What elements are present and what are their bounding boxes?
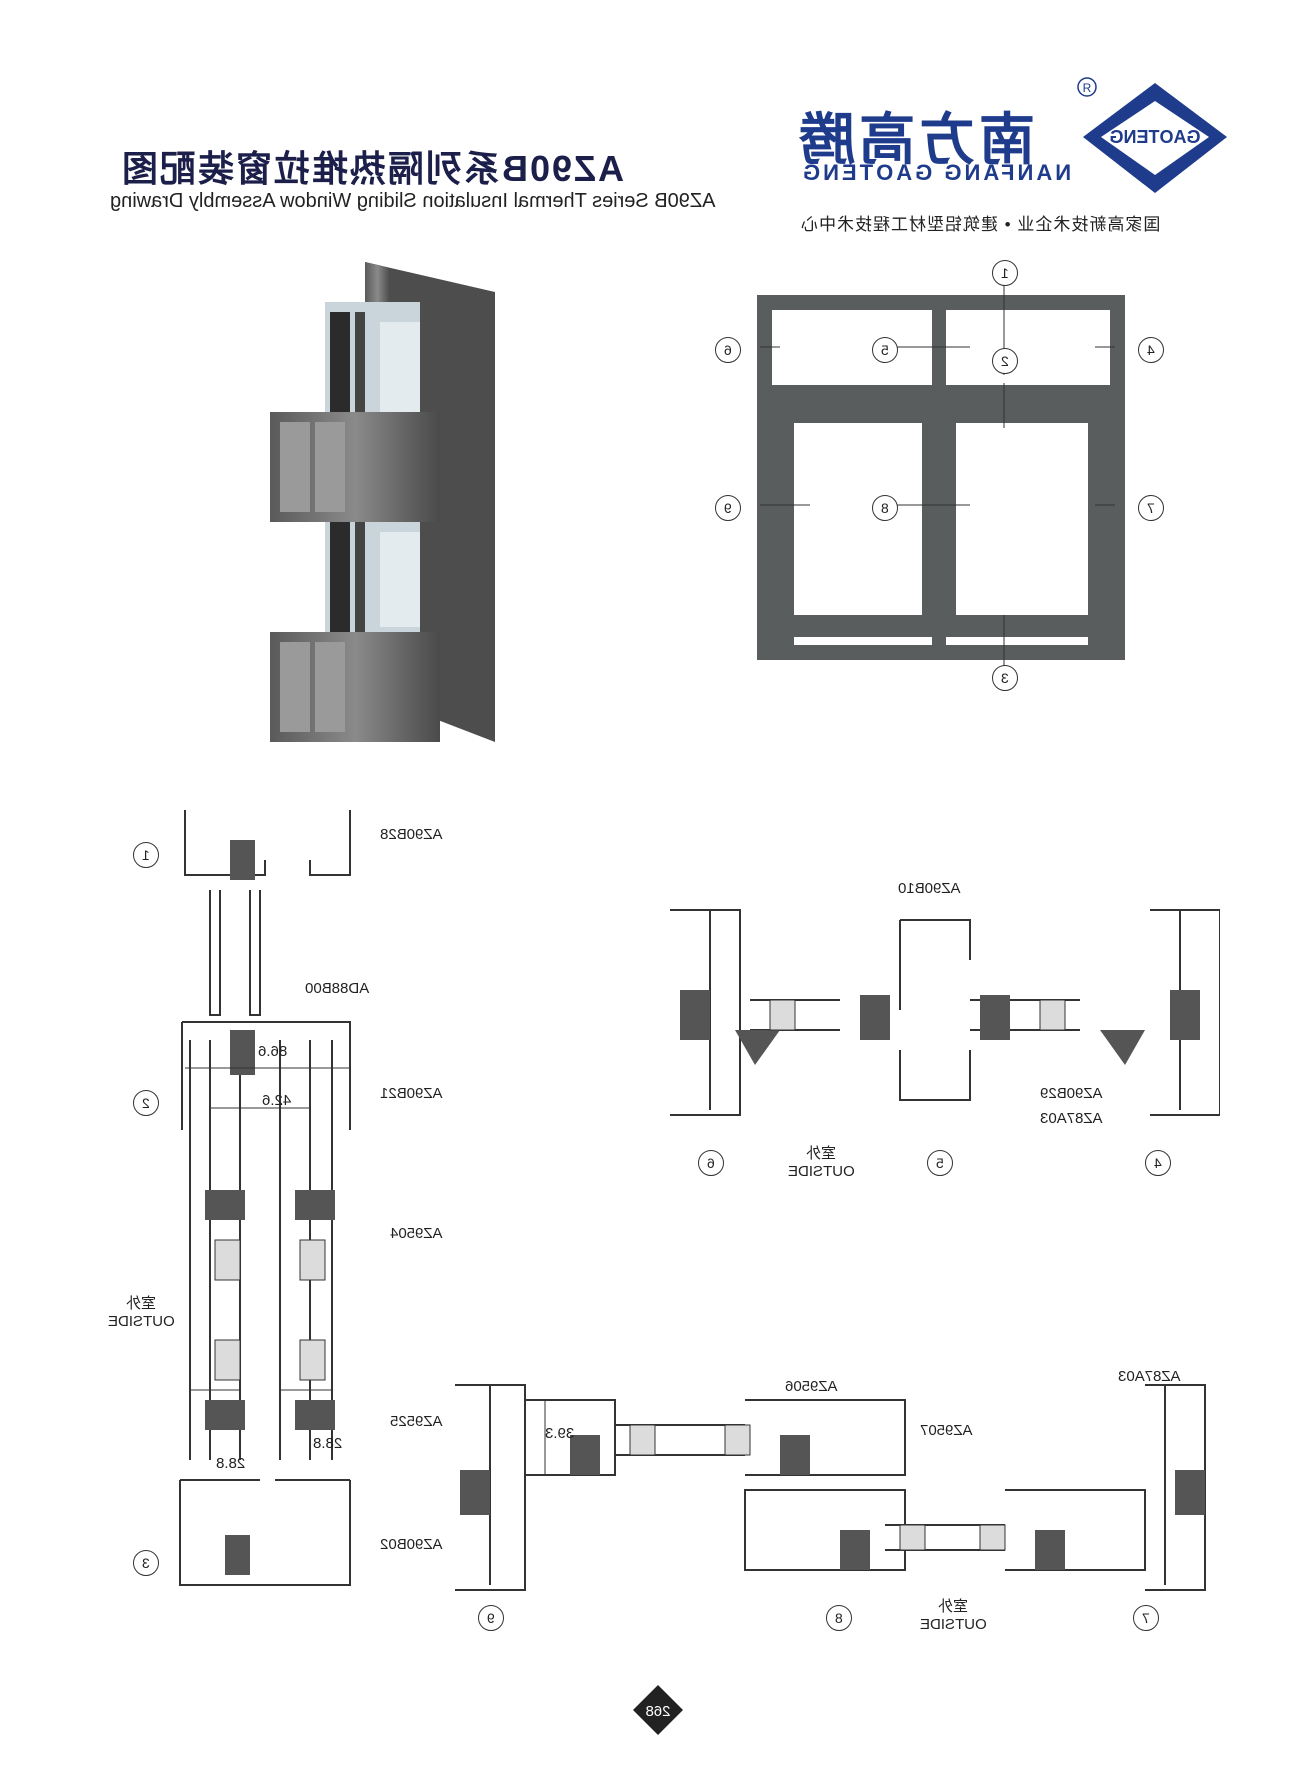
page-number: 268 (645, 1703, 670, 1720)
marker-circle: 3 (133, 1550, 159, 1576)
label-az9525: AZ9525 (390, 1413, 443, 1430)
dim-42-6: 42.6 (262, 1092, 292, 1109)
label-az90b28: AZ90B28 (380, 826, 443, 843)
label-az87a03-bottom: AZ87A03 (1118, 1368, 1181, 1385)
label-az90b29: AZ90B29 (1040, 1085, 1103, 1102)
marker-circle: 8 (826, 1605, 852, 1631)
label-az9507: AZ9507 (920, 1422, 973, 1439)
left-vertical-section (179, 810, 351, 1586)
label-az90b10: AZ90B10 (898, 880, 961, 897)
brand-logo-text: GAOTENG (1109, 127, 1200, 147)
window-elevation (757, 277, 1125, 680)
marker-circle: 5 (927, 1150, 953, 1176)
label-az90b02: AZ90B02 (380, 1536, 443, 1553)
label-az9504: AZ9504 (390, 1225, 443, 1242)
page-number-badge: 268 (633, 1685, 683, 1735)
svg-text:R: R (1083, 81, 1092, 95)
label-az9506: AZ9506 (785, 1378, 838, 1395)
page-title: AZ90B系列隔热推拉窗装配图 (120, 148, 625, 189)
marker-circle: 7 (1138, 495, 1164, 521)
marker-circle: 8 (872, 495, 898, 521)
label-az87a03-top: AZ87A03 (1040, 1110, 1103, 1127)
marker-circle: 5 (872, 337, 898, 363)
top-right-section (670, 909, 1220, 1116)
page-subtitle: AZ90B Series Thermal Insulation Sliding … (110, 190, 716, 212)
marker-circle: 1 (133, 842, 159, 868)
marker-circle: 6 (698, 1150, 724, 1176)
outside-label-top-right: 室外 OUTSIDE (788, 1145, 855, 1180)
registered-mark-icon: R (1077, 77, 1097, 97)
marker-circle: 6 (715, 337, 741, 363)
product-3d-render (270, 262, 495, 742)
marker-circle: 3 (992, 665, 1018, 691)
dim-28-8-right: 28.8 (313, 1435, 343, 1452)
marker-circle: 4 (1145, 1150, 1171, 1176)
dim-39-3: 39.3 (545, 1425, 575, 1442)
marker-circle: 2 (992, 348, 1018, 374)
marker-circle: 9 (715, 495, 741, 521)
dim-28-8-left: 28.8 (216, 1455, 246, 1472)
marker-circle: 4 (1138, 337, 1164, 363)
marker-circle: 1 (992, 260, 1018, 286)
dim-86-6: 86.6 (258, 1043, 288, 1060)
bottom-right-section (455, 1384, 1206, 1591)
brand-slogan: 国家高新技术企业 • 建筑铝型材工程技术中心 (800, 215, 1161, 234)
label-ad88b00: AD88B00 (305, 980, 370, 997)
marker-circle: 7 (1133, 1605, 1159, 1631)
marker-circle: 2 (133, 1090, 159, 1116)
brand-logo-icon: GAOTENG (1083, 83, 1227, 193)
brand-name-en: NANFANG GAOTENG (800, 160, 1072, 185)
label-az90b21: AZ90B21 (380, 1085, 443, 1102)
outside-label-left: 室外 OUTSIDE (108, 1295, 175, 1330)
marker-circle: 9 (478, 1605, 504, 1631)
outside-label-bottom-right: 室外 OUTSIDE (920, 1598, 987, 1633)
